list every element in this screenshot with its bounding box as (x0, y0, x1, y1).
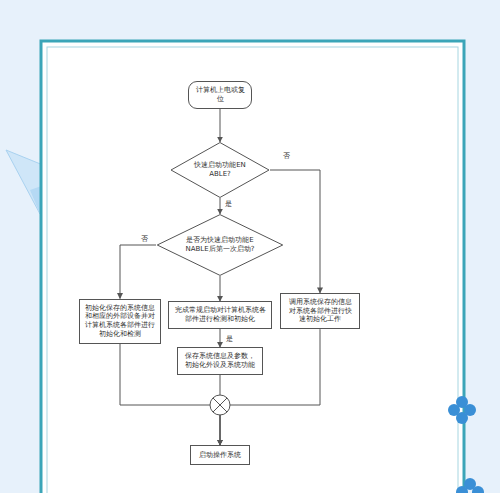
frame-card (41, 41, 464, 493)
node-text: 是否为快速启动功能ENABLE后第一次启动? (184, 236, 256, 254)
connector-arrow (220, 109, 221, 142)
connector-arrow (220, 276, 221, 301)
node-text: 快速启动功能ENABLE? (192, 161, 248, 179)
node-text: 完成常规启动对计算机系统各部件进行检测和初始化 (174, 306, 266, 324)
connector-arrow (120, 245, 156, 299)
edge-label: 是 (224, 201, 233, 209)
end-box: 启动操作系统 (190, 445, 250, 465)
decision-diamond: 是否为快速启动功能ENABLE后第一次启动? (156, 214, 284, 276)
process-box: 调用系统保存的信息对系统各部件进行快速初始化工作 (280, 293, 360, 329)
connector-arrow (220, 198, 221, 214)
decision-diamond: 快速启动功能ENABLE? (170, 142, 270, 198)
merge-junction (210, 395, 230, 415)
process-box: 完成常规启动对计算机系统各部件进行检测和初始化 (168, 301, 272, 329)
frame-inner (47, 47, 458, 493)
node-text: 调用系统保存的信息对系统各部件进行快速初始化工作 (286, 298, 354, 324)
process-box: 初始化保存的系统信息和相应的外部设备并对计算机系统各部件进行初始化和检测 (79, 299, 161, 344)
node-text: 保存系统信息及参数，初始化外设及系统功能 (183, 352, 257, 370)
flower-decoration (448, 396, 484, 493)
node-text: 启动操作系统 (199, 451, 241, 460)
process-box: 保存系统信息及参数，初始化外设及系统功能 (177, 347, 263, 375)
start-terminal: 计算机上电或复位 (188, 81, 252, 109)
edge-label: 否 (140, 236, 149, 244)
node-text: 初始化保存的系统信息和相应的外部设备并对计算机系统各部件进行初始化和检测 (85, 304, 155, 339)
edge-label: 是 (225, 336, 234, 344)
connector-arrow (270, 170, 320, 293)
connector-arrow (220, 329, 221, 348)
edge-label: 否 (282, 153, 291, 161)
node-text: 计算机上电或复位 (195, 86, 245, 104)
